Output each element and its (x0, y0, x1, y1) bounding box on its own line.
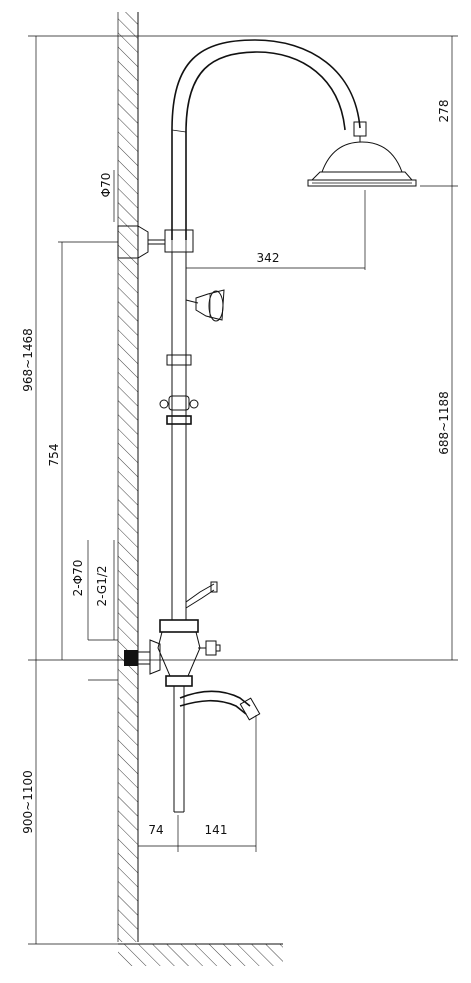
dim-mount-height-label: 754 (47, 444, 61, 467)
dim-mount-height: 754 (47, 242, 63, 660)
wall (117, 12, 139, 942)
diverter-lever (185, 581, 218, 609)
gooseneck-arm (171, 39, 361, 240)
dim-head-drop-label: 278 (437, 100, 451, 123)
shower-head (307, 121, 417, 187)
dim-bottom-offsets: 74 141 (138, 823, 256, 847)
dim-inlet-flange-label: 2-Φ70 (71, 560, 85, 597)
dim-arm-reach: 342 (257, 251, 280, 265)
dim-floor-height-label: 900~1100 (21, 770, 35, 834)
dim-bracket-diameter-label: Φ70 (99, 173, 113, 198)
dim-inlet: 2-Φ70 2-G1/2 (71, 540, 115, 640)
dim-spout-reach-label: 141 (205, 823, 228, 837)
wall-bracket (117, 225, 194, 259)
dim-total-height-label: 968~1468 (21, 328, 35, 392)
slide-holder (159, 354, 199, 425)
tub-spout (179, 690, 261, 721)
dim-head-drop: 278 (437, 36, 453, 186)
dim-bracket-diameter: Φ70 (99, 170, 115, 222)
dim-bar-height-label: 688~1188 (437, 391, 451, 455)
extension-lines (28, 35, 458, 945)
mixer-body (157, 619, 221, 687)
floor (118, 943, 283, 966)
dim-bar-height: 688~1188 (437, 186, 453, 660)
lower-pipe (173, 686, 185, 813)
dim-arm-reach-label: 342 (257, 251, 280, 265)
hand-shower (185, 289, 225, 322)
dim-inlet-thread-label: 2-G1/2 (95, 565, 109, 606)
dim-floor-height: 900~1100 (21, 660, 37, 944)
dim-wall-offset-label: 74 (148, 823, 163, 837)
inlet-flange (88, 639, 161, 681)
dim-total-height: 968~1468 (21, 36, 37, 660)
riser-bar (171, 252, 187, 620)
